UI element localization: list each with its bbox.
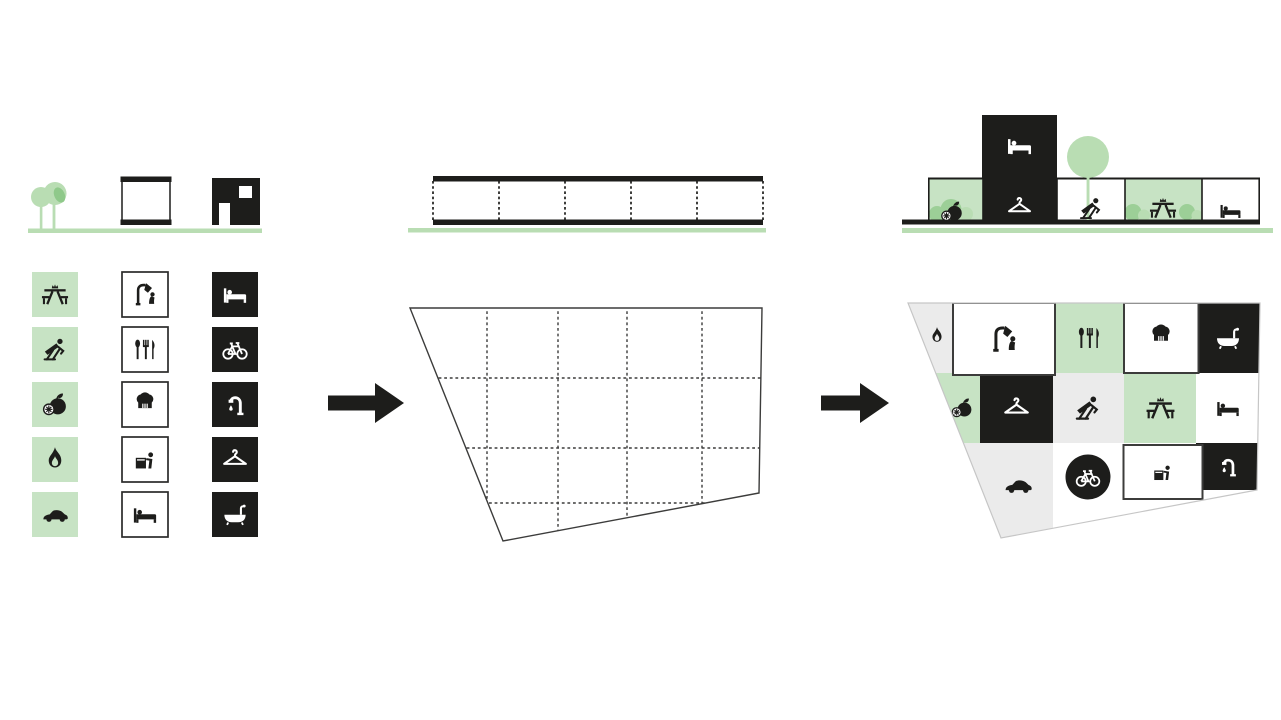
legend-tile-lounge-chair <box>32 327 78 372</box>
plan-cells <box>908 303 1260 538</box>
tile-white <box>121 271 169 318</box>
site-plan <box>408 307 763 542</box>
window <box>239 186 252 198</box>
plot-boundary <box>907 302 1261 539</box>
ground-line <box>28 228 262 233</box>
tree-crown <box>1067 136 1109 178</box>
legend-tile-bathtub <box>212 492 258 537</box>
plan-cell-cutlery <box>1053 303 1124 373</box>
bush <box>959 207 973 221</box>
tile-green <box>32 327 78 372</box>
tile-black <box>212 492 258 537</box>
module-frame <box>121 179 171 223</box>
bush <box>1179 204 1195 220</box>
legend-tile-car <box>32 492 78 537</box>
plan-cell-bathtub <box>1196 303 1260 373</box>
process-arrows <box>328 383 889 423</box>
plan-cell-water-tap <box>1196 443 1260 490</box>
legend-tile-clothes-hanger <box>212 437 258 482</box>
plan-cell-picnic-table <box>1124 373 1196 443</box>
legend-tile-chef-hat <box>121 381 169 428</box>
bicycle-badge <box>1065 454 1111 500</box>
ground-line <box>902 228 1273 233</box>
plan-cell-empty <box>908 443 980 538</box>
bush <box>1124 204 1142 221</box>
stacked-module <box>982 115 1057 178</box>
elevation-cell-bed <box>1202 178 1260 223</box>
plan-cell-clothes-hanger <box>980 373 1053 443</box>
edge-left <box>928 178 930 223</box>
site-panel <box>408 176 766 542</box>
bush <box>1138 209 1150 222</box>
legend-tile-bicycle <box>212 327 258 372</box>
legend-tile-bed <box>121 491 169 538</box>
result-panel <box>902 115 1273 539</box>
result-plan <box>907 302 1261 539</box>
built-module <box>212 178 260 225</box>
arrow-2-icon <box>821 383 889 423</box>
ground-line <box>408 228 766 233</box>
room-box-shower <box>952 303 1056 376</box>
cell-divider <box>1056 178 1058 223</box>
edge-right <box>1258 178 1260 223</box>
legend-tile-fruit <box>32 382 78 427</box>
open-module <box>120 176 172 225</box>
tile-green <box>32 437 78 482</box>
tree-trunk <box>52 200 56 229</box>
cell-divider <box>1201 178 1203 223</box>
tile-black <box>212 437 258 482</box>
tree-leaf <box>53 187 66 203</box>
result-elevation <box>902 115 1273 233</box>
elevation-top-border <box>928 177 1260 180</box>
site-boundary <box>408 307 763 542</box>
legend-tile-water-tap <box>212 382 258 427</box>
tree-trunk <box>1086 176 1090 220</box>
legend-tile-shower <box>121 271 169 318</box>
module-floor <box>120 219 172 225</box>
tile-black <box>212 382 258 427</box>
legend-tile-cutlery <box>121 326 169 373</box>
legend-tile-picnic-table <box>32 272 78 317</box>
tile-green <box>32 272 78 317</box>
trees <box>31 182 67 229</box>
legend-elevation <box>28 176 262 233</box>
tile-black <box>212 327 258 372</box>
cell-divider <box>1124 178 1126 223</box>
legend-tile-workspace <box>121 436 169 483</box>
bar-body <box>433 181 763 220</box>
elevation-base-bar <box>902 219 1260 225</box>
site-plan-grid <box>410 308 762 541</box>
arrow-1-icon <box>328 383 404 423</box>
plan-cell-lounge-chair <box>1053 373 1124 443</box>
cell-divider <box>982 178 984 223</box>
door <box>219 203 230 225</box>
legend-tile-bed <box>212 272 258 317</box>
legend-tile-campfire <box>32 437 78 482</box>
bush <box>1191 210 1203 221</box>
module-bar-elevation <box>432 176 764 225</box>
module-roof <box>120 176 172 182</box>
bar-floor <box>433 219 763 225</box>
tree-trunk <box>39 203 43 229</box>
bar-roof <box>433 176 763 182</box>
program-legend-panel <box>28 176 262 538</box>
tree <box>1067 136 1109 220</box>
